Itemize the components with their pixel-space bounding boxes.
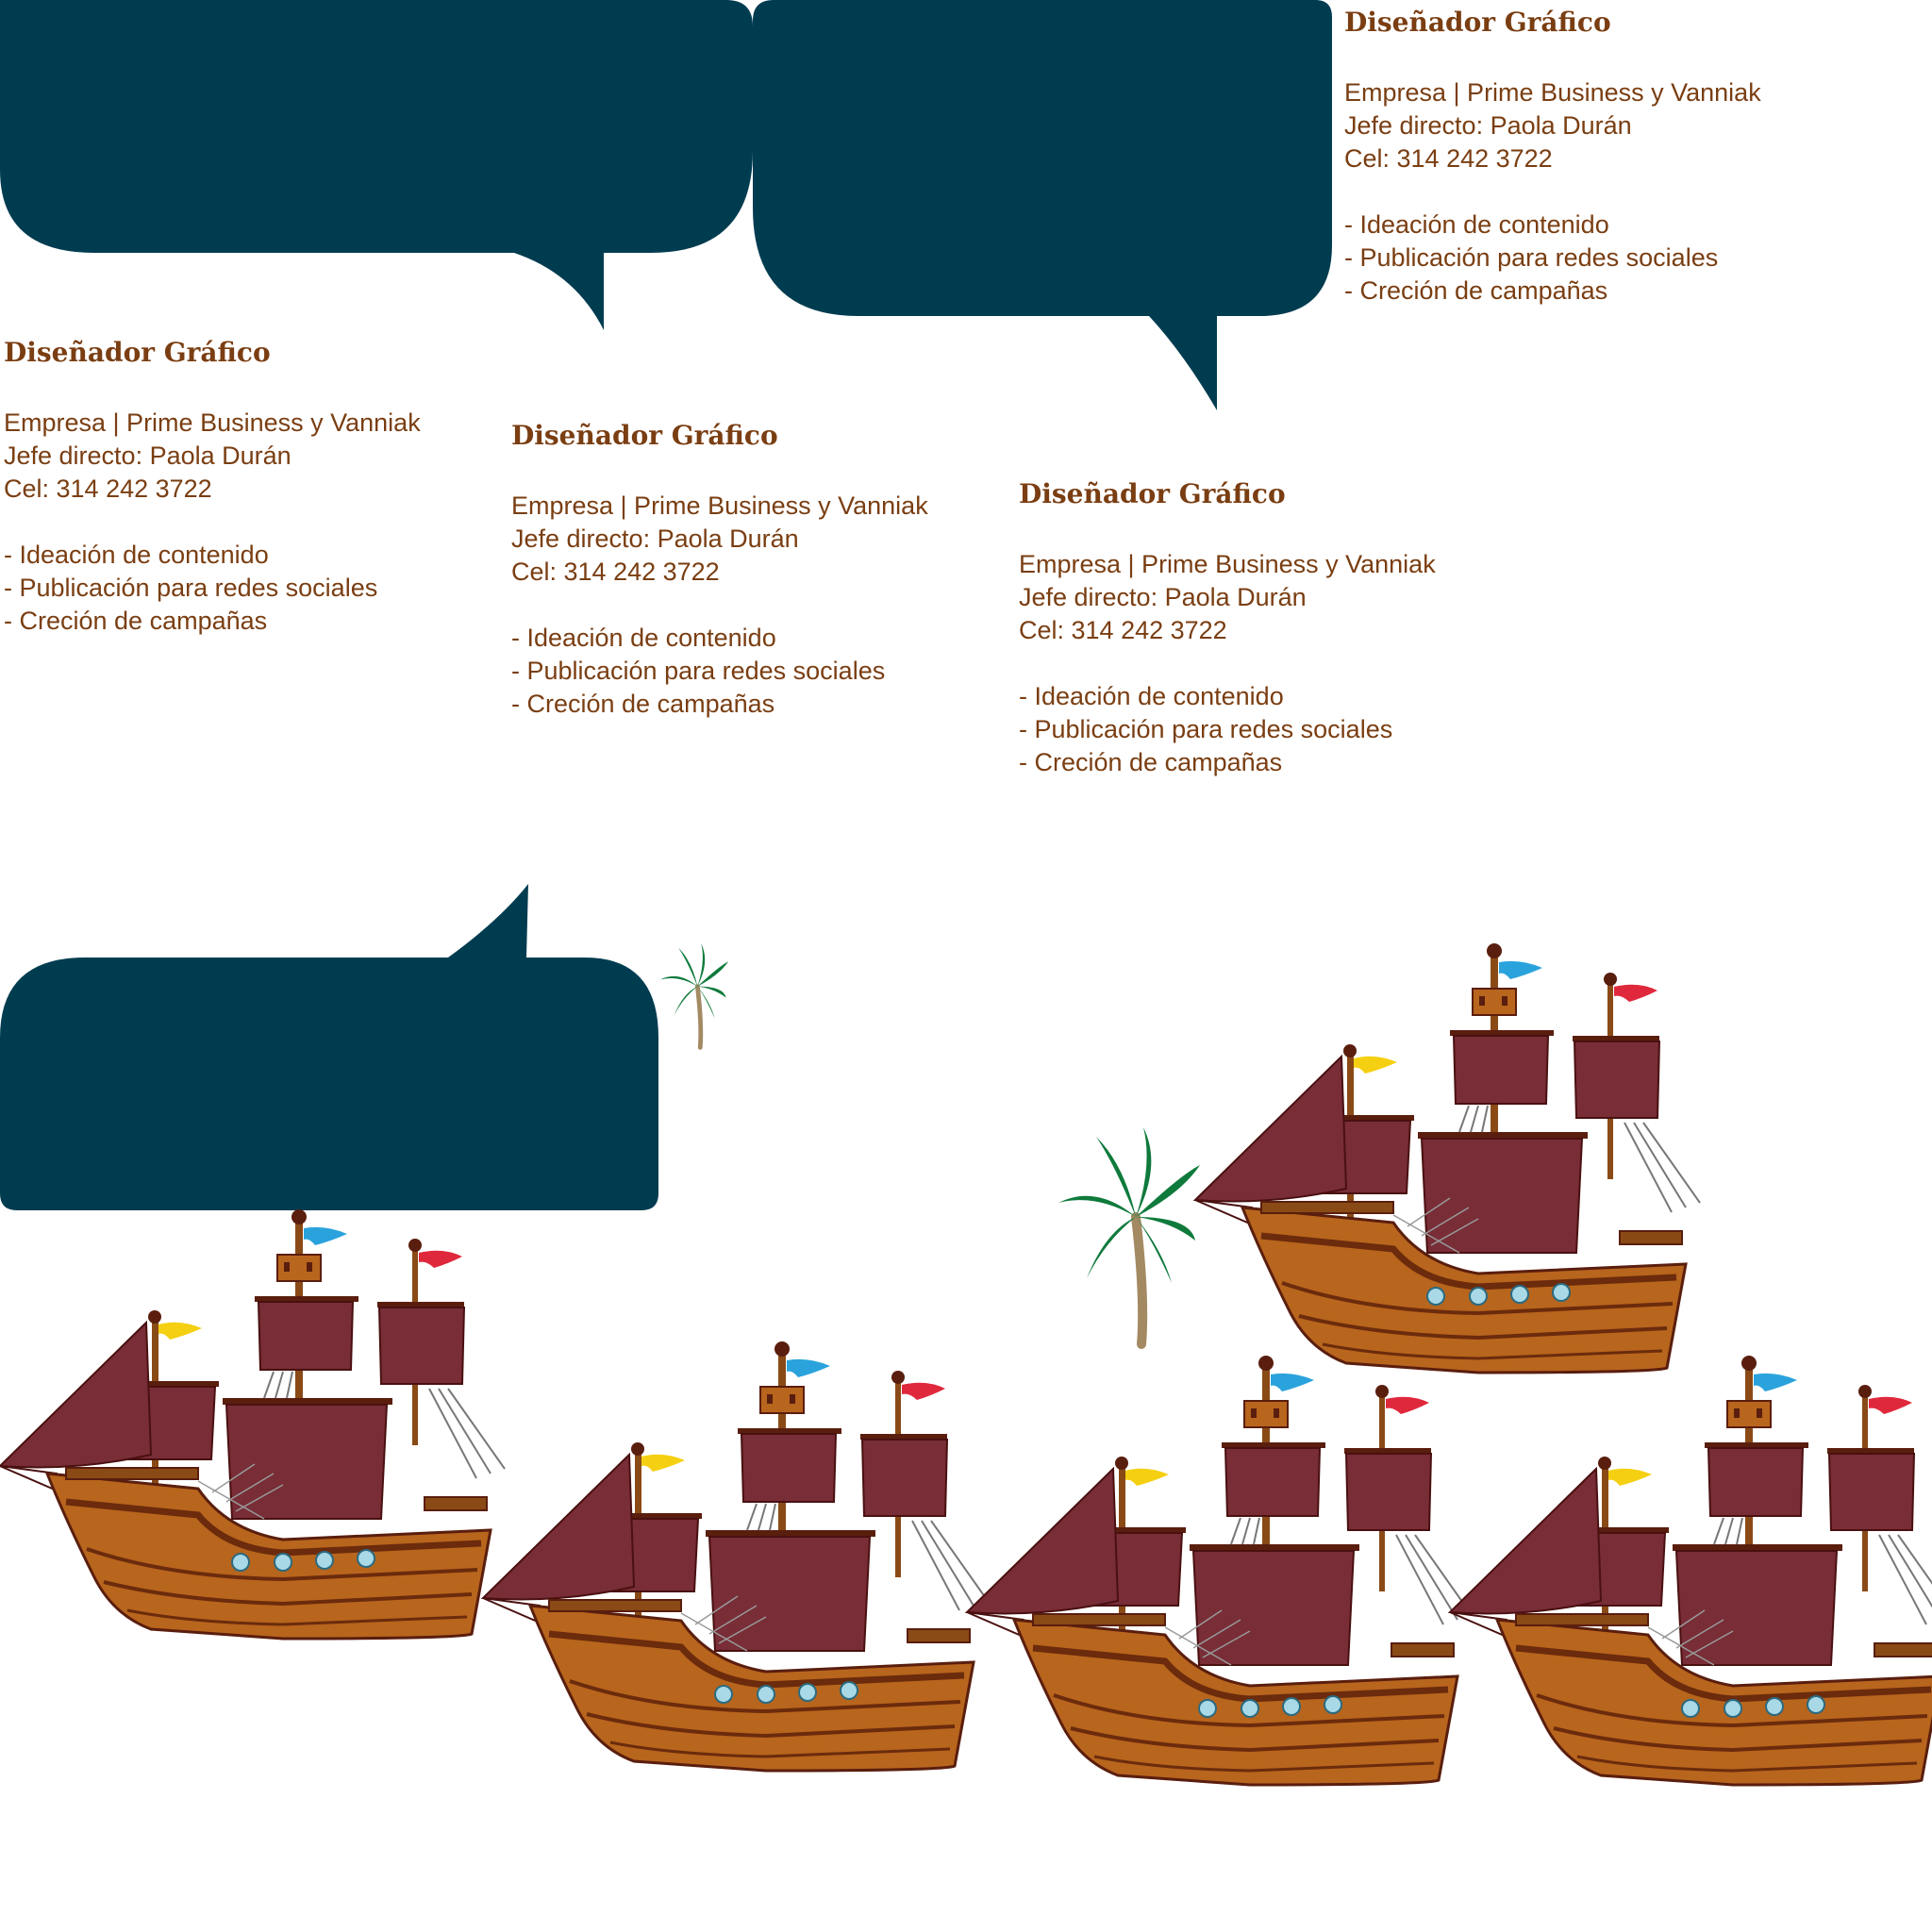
boss-line: Jefe directo: Paola Durán xyxy=(4,441,291,470)
pirate-ship-icon xyxy=(0,1209,505,1639)
task-item: - Ideación de contenido xyxy=(1019,682,1284,710)
phone-line: Cel: 314 242 3722 xyxy=(511,558,720,586)
task-item: - Ideación de contenido xyxy=(4,541,269,569)
palm-tree-icon xyxy=(1058,1127,1200,1344)
job-block-4: Diseñador Gráfico Empresa | Prime Busine… xyxy=(1019,477,1436,779)
task-item: - Creción de campañas xyxy=(1019,748,1283,776)
phone-line: Cel: 314 242 3722 xyxy=(1019,616,1227,644)
task-item: - Publicación para redes sociales xyxy=(1344,243,1719,272)
speech-bubble-icon xyxy=(0,0,753,330)
job-title: Diseñador Gráfico xyxy=(511,420,778,451)
company-line: Empresa | Prime Business y Vanniak xyxy=(1344,78,1761,107)
boss-line: Jefe directo: Paola Durán xyxy=(1019,583,1307,611)
job-block-3: Diseñador Gráfico Empresa | Prime Busine… xyxy=(511,419,928,721)
phone-line: Cel: 314 242 3722 xyxy=(4,475,212,503)
task-item: - Publicación para redes sociales xyxy=(511,657,886,685)
job-title: Diseñador Gráfico xyxy=(1019,478,1286,509)
speech-bubble-icon xyxy=(0,884,658,1210)
task-item: - Ideación de contenido xyxy=(511,624,776,652)
task-item: - Creción de campañas xyxy=(4,607,268,635)
task-item: - Creción de campañas xyxy=(511,690,775,718)
job-title: Diseñador Gráfico xyxy=(1344,7,1611,38)
company-line: Empresa | Prime Business y Vanniak xyxy=(4,408,421,437)
pirate-ship-icon xyxy=(483,1341,988,1771)
company-line: Empresa | Prime Business y Vanniak xyxy=(511,491,928,520)
boss-line: Jefe directo: Paola Durán xyxy=(511,525,799,553)
pirate-ship-icon xyxy=(1450,1356,1932,1785)
task-item: - Creción de campañas xyxy=(1344,276,1608,305)
job-block-1: Diseñador Gráfico Empresa | Prime Busine… xyxy=(1344,6,1761,308)
job-block-2: Diseñador Gráfico Empresa | Prime Busine… xyxy=(4,336,421,638)
task-item: - Publicación para redes sociales xyxy=(4,574,378,602)
pirate-ship-icon xyxy=(1195,943,1700,1373)
pirate-ship-icon xyxy=(967,1356,1472,1785)
task-item: - Ideación de contenido xyxy=(1344,210,1609,239)
task-item: - Publicación para redes sociales xyxy=(1019,715,1393,743)
boss-line: Jefe directo: Paola Durán xyxy=(1344,111,1632,140)
company-line: Empresa | Prime Business y Vanniak xyxy=(1019,550,1436,578)
speech-bubble-icon xyxy=(753,0,1332,410)
palm-tree-icon xyxy=(660,943,728,1047)
phone-line: Cel: 314 242 3722 xyxy=(1344,144,1553,173)
job-title: Diseñador Gráfico xyxy=(4,337,271,368)
